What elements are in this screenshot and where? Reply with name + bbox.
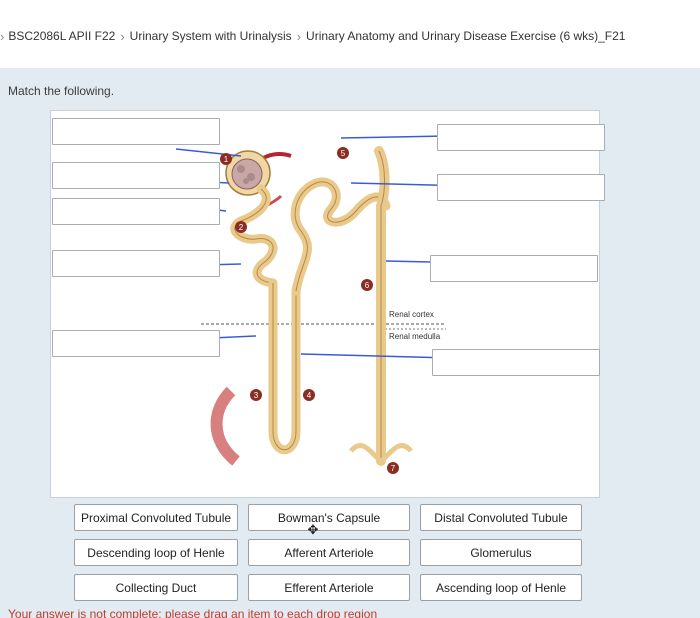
marker-3: 3 [254,391,259,400]
drop-region-4[interactable] [52,250,220,277]
question-prompt: Match the following. [8,84,115,98]
answer-tile-proximal-convoluted-tubule[interactable]: Proximal Convoluted Tubule [74,504,238,531]
diagram-markers: 1 2 3 4 5 6 7 [220,147,399,474]
drop-region-6[interactable] [437,124,605,151]
answer-tile-ascending-loop-of-henle[interactable]: Ascending loop of Henle [420,574,582,601]
answer-tile-collecting-duct[interactable]: Collecting Duct [74,574,238,601]
marker-4: 4 [307,391,312,400]
breadcrumb: › BSC2086L APII F22 › Urinary System wit… [0,26,625,46]
renal-cortex-label: Renal cortex [389,310,434,319]
chevron-right-icon: › [120,28,125,44]
marker-5: 5 [341,149,346,158]
chevron-right-icon: › [0,28,5,44]
breadcrumb-assignment[interactable]: Urinary Anatomy and Urinary Disease Exer… [306,29,626,43]
breadcrumb-module[interactable]: Urinary System with Urinalysis [129,29,292,43]
drop-region-5[interactable] [52,330,220,357]
renal-medulla-label: Renal medulla [389,332,441,341]
move-cursor-icon: ✥ [307,522,319,537]
drop-region-3[interactable] [52,198,220,225]
drop-region-7[interactable] [437,174,605,201]
marker-7: 7 [391,464,396,473]
answer-tile-glomerulus[interactable]: Glomerulus [420,539,582,566]
answer-tile-descending-loop-of-henle[interactable]: Descending loop of Henle [74,539,238,566]
drop-region-8[interactable] [430,255,598,282]
chevron-right-icon: › [296,28,302,44]
breadcrumb-course[interactable]: BSC2086L APII F22 [8,29,116,43]
drop-region-1[interactable] [52,118,220,145]
answer-tile-afferent-arteriole[interactable]: Afferent Arteriole [248,539,410,566]
answer-tile-bowmans-capsule[interactable]: Bowman's Capsule [248,504,410,531]
completion-status: Your answer is not complete; please drag… [8,608,378,618]
marker-2: 2 [239,223,244,232]
marker-6: 6 [365,281,370,290]
drop-region-9[interactable] [432,349,600,376]
answer-tile-distal-convoluted-tubule[interactable]: Distal Convoluted Tubule [420,504,582,531]
answer-tile-efferent-arteriole[interactable]: Efferent Arteriole [248,574,410,601]
drop-region-2[interactable] [52,162,220,189]
marker-1: 1 [224,155,229,164]
